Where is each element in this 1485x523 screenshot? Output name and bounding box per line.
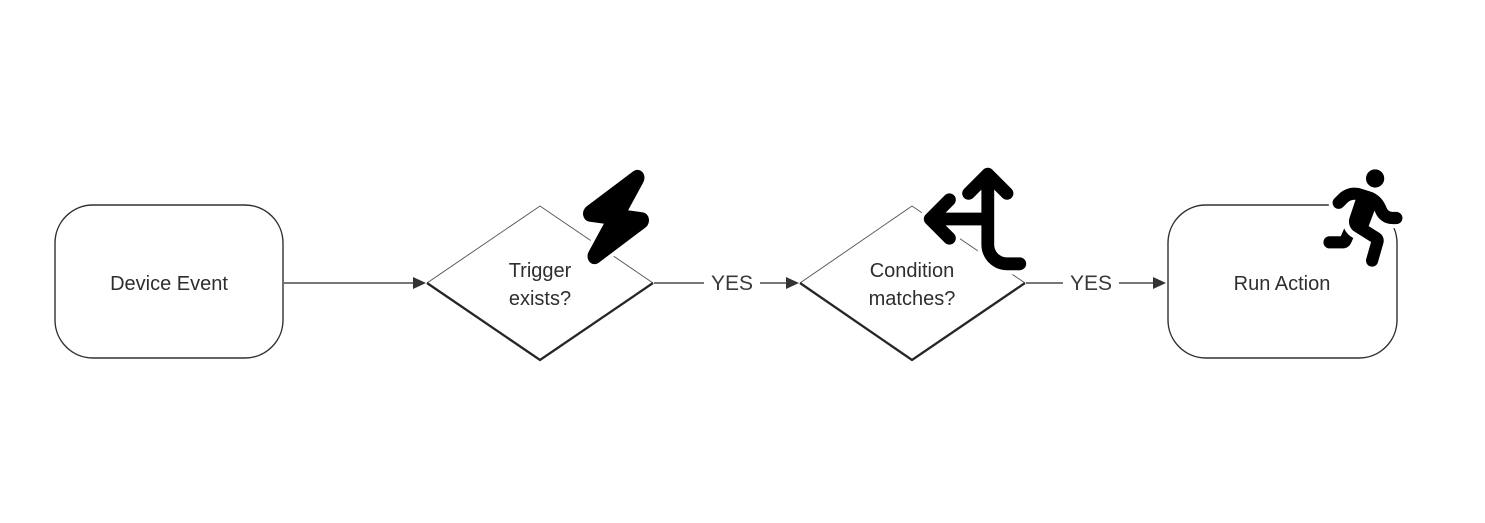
lightning-bolt-icon [579, 165, 653, 269]
person-running-icon [1319, 165, 1407, 271]
arrowhead-icon [1153, 277, 1166, 289]
edge-condition-to-run-action [1026, 277, 1166, 289]
node-device-event-shape [54, 204, 284, 359]
arrowhead-icon [413, 277, 426, 289]
edge-trigger-to-condition [654, 277, 799, 289]
split-arrows-icon [919, 163, 1031, 275]
edge-device-event-to-trigger [284, 277, 426, 289]
arrowhead-icon [786, 277, 799, 289]
